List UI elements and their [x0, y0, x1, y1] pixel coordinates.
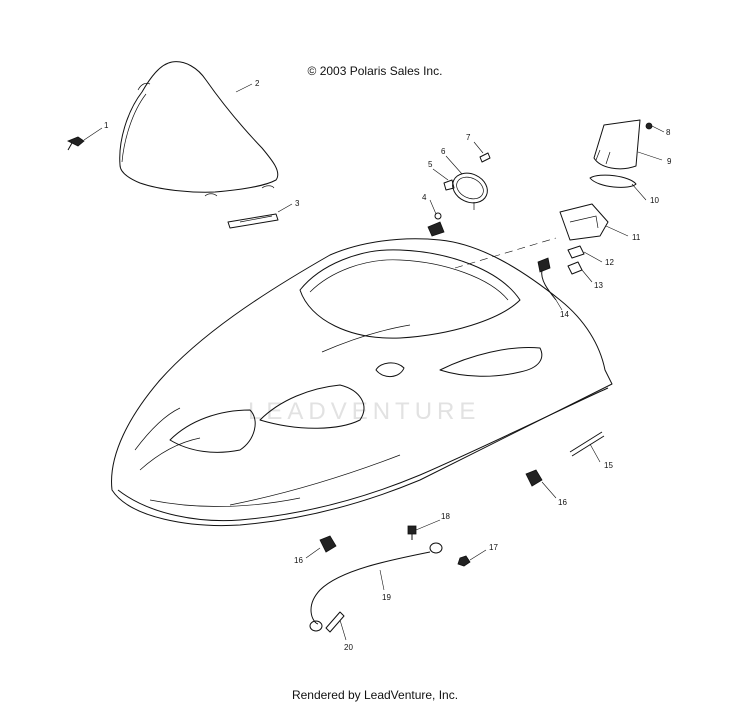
plate-part[interactable]: [589, 174, 637, 188]
callout-20: 20: [344, 643, 353, 652]
fitting-part[interactable]: [567, 261, 583, 275]
callout-5: 5: [428, 160, 433, 169]
connector-part[interactable]: [567, 245, 585, 259]
sensor-part[interactable]: [537, 257, 557, 301]
callout-3: 3: [295, 199, 300, 208]
gauge-ring-part[interactable]: [448, 168, 492, 210]
callout-14: 14: [560, 310, 569, 319]
rod-part[interactable]: [569, 431, 605, 457]
pin-part[interactable]: [479, 152, 491, 163]
console-cover-part[interactable]: [593, 119, 641, 170]
copyright-text: © 2003 Polaris Sales Inc.: [307, 64, 443, 78]
tether-cable-part[interactable]: [309, 542, 443, 632]
nut-part[interactable]: [457, 555, 471, 567]
latch-right-part[interactable]: [525, 469, 543, 487]
rendered-by-text: Rendered by LeadVenture, Inc.: [291, 688, 459, 702]
clip-part[interactable]: [443, 179, 455, 191]
callout-18: 18: [441, 512, 450, 521]
bolt-part[interactable]: [407, 525, 417, 540]
callout-17: 17: [489, 543, 498, 552]
windshield-part[interactable]: [119, 61, 279, 197]
hood-part[interactable]: [111, 238, 613, 526]
strip-part[interactable]: [227, 213, 279, 229]
callout-12: 12: [605, 258, 614, 267]
latch-left-part[interactable]: [319, 535, 337, 553]
callout-8: 8: [666, 128, 671, 137]
callout-9: 9: [667, 157, 672, 166]
callout-16-left: 16: [294, 556, 303, 565]
callout-10: 10: [650, 196, 659, 205]
small-screw-part[interactable]: [645, 122, 653, 130]
watermark-text: LEADVENTURE: [248, 398, 480, 425]
rivet-part[interactable]: [325, 611, 345, 633]
bracket-part[interactable]: [559, 203, 609, 241]
callout-11: 11: [632, 233, 641, 242]
callout-6: 6: [441, 147, 446, 156]
callout-19: 19: [382, 593, 391, 602]
callout-7: 7: [466, 133, 471, 142]
callout-13: 13: [594, 281, 603, 290]
callout-4: 4: [422, 193, 427, 202]
callout-2: 2: [255, 79, 260, 88]
callout-16-right: 16: [558, 498, 567, 507]
switch-part[interactable]: [427, 212, 445, 237]
callout-15: 15: [604, 461, 613, 470]
callout-1: 1: [104, 121, 109, 130]
screw-part[interactable]: [67, 136, 85, 151]
